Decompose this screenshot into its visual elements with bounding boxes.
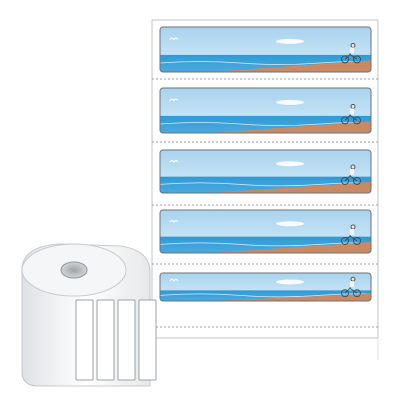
beach-scene [160, 150, 371, 193]
seagull-icon [169, 159, 179, 164]
cloud-icon [276, 161, 304, 167]
label [159, 209, 372, 254]
perforation-lines [152, 78, 378, 328]
cyclist-icon [341, 103, 361, 125]
seagull-icon [169, 37, 179, 41]
roll-label-columns [75, 299, 157, 381]
roll-label-column [138, 299, 157, 381]
roll-label-column [75, 299, 94, 381]
cyclist-icon [341, 276, 361, 298]
roll-bottom-edge [21, 371, 70, 387]
cyclist-icon [341, 224, 361, 245]
seagull-icon [169, 219, 179, 224]
beach-scene [160, 273, 371, 301]
sand [210, 60, 371, 72]
cyclist-icon [341, 164, 361, 185]
beach-scene [160, 210, 371, 253]
cloud-icon [276, 99, 304, 105]
sand [210, 293, 371, 301]
sand [210, 181, 371, 193]
cloud-icon [276, 38, 304, 44]
label-stack [159, 26, 372, 302]
cloud-icon [276, 221, 304, 227]
label [159, 272, 372, 302]
label [159, 149, 372, 194]
roll-label-column [96, 299, 115, 381]
seagull-icon [169, 278, 179, 282]
label-roll [21, 243, 157, 387]
cloud-icon [276, 279, 304, 285]
roll-label-column [117, 299, 136, 381]
roll-core [60, 261, 88, 279]
label [159, 87, 372, 134]
cyclist-icon [341, 42, 361, 64]
seagull-icon [169, 98, 179, 102]
sand [210, 241, 371, 253]
beach-scene [160, 88, 371, 133]
sand [210, 121, 371, 133]
beach-scene [160, 27, 371, 72]
label [159, 26, 372, 73]
